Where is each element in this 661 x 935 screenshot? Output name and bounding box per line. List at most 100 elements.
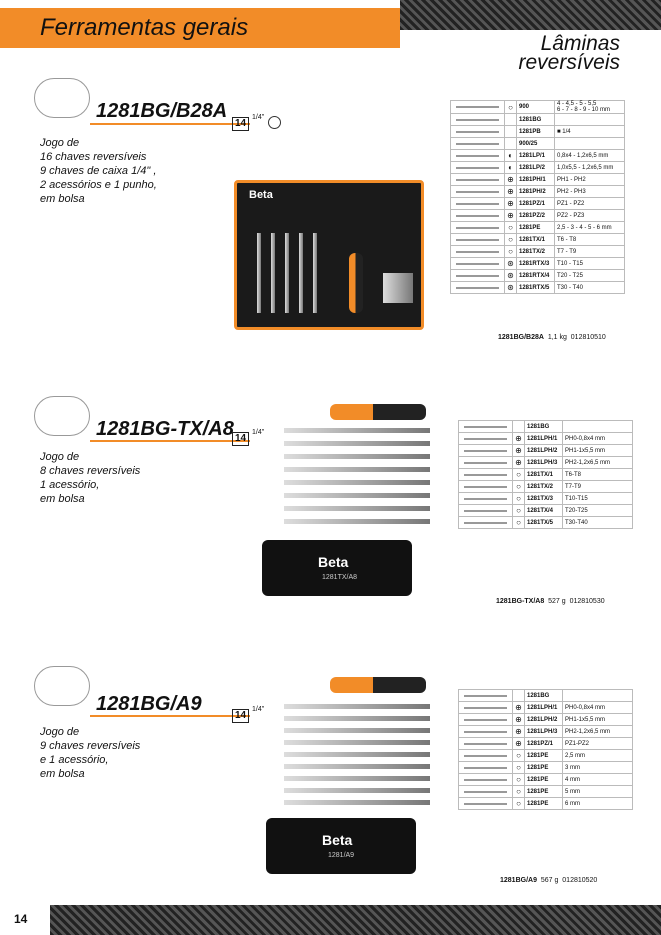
tip-type-icon: ⊕ — [504, 185, 517, 198]
item-code: 900/25 — [516, 137, 555, 150]
tip-type-icon: ◐ — [504, 149, 517, 162]
item-size — [554, 113, 625, 126]
tool-thumbnail-image — [456, 287, 499, 289]
tool-thumbnail — [450, 149, 505, 162]
pouch-label: 1281/A9 — [328, 852, 355, 859]
item-code: 1281LP/2 — [516, 161, 555, 174]
item-size: PZ1 - PZ2 — [554, 197, 625, 210]
tool-thumbnail — [458, 797, 513, 810]
bit-image — [285, 233, 289, 313]
item-size: T7 - T9 — [554, 245, 625, 258]
item-code: 1281PE — [524, 773, 563, 786]
tip-type-icon: ○ — [504, 100, 517, 114]
motorbike-rider-icon — [34, 78, 90, 118]
item-size: PH2-1,2x6,5 mm — [562, 725, 633, 738]
desc-line: Jogo de — [40, 451, 80, 463]
item-code: 1281PB — [516, 125, 555, 138]
item-size — [562, 420, 633, 433]
bit-image — [313, 233, 317, 313]
drive-badge: 14 — [232, 117, 250, 131]
drive-badge: 14 — [232, 432, 250, 446]
tip-type-icon: ⊕ — [512, 432, 525, 445]
desc-line: 2 acessórios e 1 punho, — [40, 179, 157, 191]
item-code: 1281TX/2 — [524, 480, 563, 493]
item-code: 1281TX/1 — [524, 468, 563, 481]
product-code: 1281BG-TX/A8 — [96, 418, 234, 440]
tool-thumbnail-image — [464, 731, 507, 733]
item-size: PH2-1,2x6,5 mm — [562, 456, 633, 469]
tip-type-icon — [504, 113, 517, 126]
tool-thumbnail-image — [464, 707, 507, 709]
item-code: 1281PE — [524, 761, 563, 774]
tool-thumbnail-image — [464, 719, 507, 721]
item-code: 1281BG — [524, 420, 563, 433]
item-size: T10 - T15 — [554, 257, 625, 270]
bit-image — [284, 704, 430, 709]
tool-thumbnail — [458, 492, 513, 505]
tool-thumbnail-image — [456, 167, 499, 169]
item-size: ■ 1/4 — [554, 125, 625, 138]
bit-image — [284, 441, 430, 446]
header-carbon-band — [400, 0, 661, 30]
desc-line: Jogo de — [40, 726, 80, 738]
item-size: 5 mm — [562, 785, 633, 798]
item-size: T6-T8 — [562, 468, 633, 481]
tip-type-icon: ○ — [504, 233, 517, 246]
tool-thumbnail-image — [464, 450, 507, 452]
tool-thumbnail-image — [464, 474, 507, 476]
item-code: 1281LPH/3 — [524, 456, 563, 469]
item-size: PH1 - PH2 — [554, 173, 625, 186]
tool-thumbnail-image — [464, 438, 507, 440]
bit-image — [284, 428, 430, 433]
footer-weight: 527 g — [548, 598, 566, 605]
desc-line: 1 acessório, — [40, 479, 100, 491]
item-size: T30 - T40 — [554, 281, 625, 294]
item-size: PZ1-PZ2 — [562, 737, 633, 750]
item-code: 1281PE — [516, 221, 555, 234]
hex-socket-icon — [268, 116, 281, 129]
footer-code: 1281BG/A9 — [500, 877, 537, 884]
footer-ean: 012810510 — [570, 334, 606, 341]
tool-thumbnail-image — [456, 143, 499, 145]
bit-image — [284, 788, 430, 793]
tool-thumbnail-image — [464, 522, 507, 524]
tool-thumbnail-image — [456, 106, 499, 108]
item-code: 1281LP/1 — [516, 149, 555, 162]
item-code: 1281BG — [524, 689, 563, 702]
tip-type-icon: ⊕ — [512, 737, 525, 750]
footer-code: 1281BG-TX/A8 — [496, 598, 545, 605]
tool-thumbnail-image — [456, 119, 499, 121]
item-size: 1,0x5,5 - 1,2x6,5 mm — [554, 161, 625, 174]
bit-image — [284, 764, 430, 769]
tip-type-icon: ⊕ — [504, 209, 517, 222]
item-code: 1281TX/1 — [516, 233, 555, 246]
tool-thumbnail — [458, 420, 513, 433]
item-code: 1281LPH/3 — [524, 725, 563, 738]
product-code: 1281BG/B28A — [96, 100, 228, 122]
tool-thumbnail-image — [464, 803, 507, 805]
tool-thumbnail-image — [456, 239, 499, 241]
handle-image — [330, 677, 426, 693]
page-number: 14 — [14, 912, 28, 926]
item-code: 1281PE — [524, 785, 563, 798]
item-code: 1281LPH/1 — [524, 701, 563, 714]
item-code: 1281BG — [516, 113, 555, 126]
item-size: PZ2 - PZ3 — [554, 209, 625, 222]
tool-thumbnail — [450, 221, 505, 234]
tool-thumbnail-image — [464, 510, 507, 512]
tip-type-icon — [504, 137, 517, 150]
tool-thumbnail-image — [464, 695, 507, 697]
item-size: 3 mm — [562, 761, 633, 774]
pouch-label: 1281TX/A8 — [322, 574, 358, 581]
desc-line: Jogo de — [40, 137, 80, 149]
tool-thumbnail — [458, 444, 513, 457]
tip-type-icon: ○ — [504, 221, 517, 234]
